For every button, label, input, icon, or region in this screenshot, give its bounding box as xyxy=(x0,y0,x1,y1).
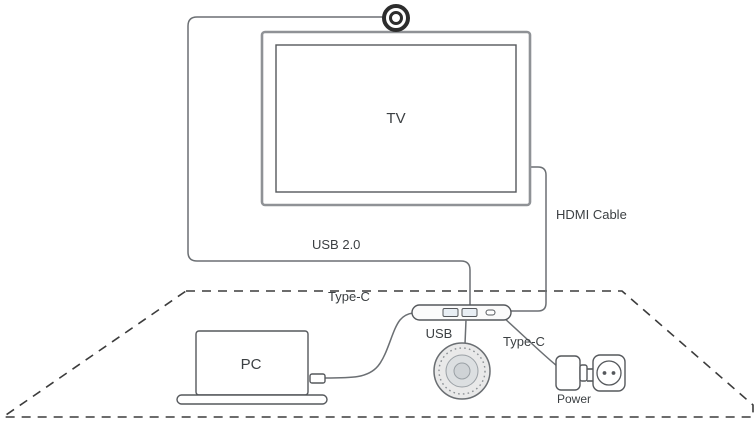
speakerphone-icon xyxy=(433,342,491,400)
usb-port-2 xyxy=(461,308,478,317)
laptop-base xyxy=(176,394,328,405)
usb-label: USB xyxy=(426,326,453,341)
tv-icon: TV xyxy=(260,30,532,207)
pc-label: PC xyxy=(241,356,262,373)
typec-label-power: Type-C xyxy=(503,334,545,349)
typec-label-pc: Type-C xyxy=(328,289,370,304)
power-outlet-hole-left xyxy=(602,371,607,375)
table-outline xyxy=(0,290,754,418)
power-outlet-socket xyxy=(596,360,622,386)
usb2-label: USB 2.0 xyxy=(312,237,360,252)
speakerphone-perforation xyxy=(438,347,486,395)
typec-cable-pc xyxy=(324,312,414,379)
typec-port xyxy=(485,309,496,316)
speaker-usb-link xyxy=(464,319,467,345)
speakerphone-center xyxy=(453,362,471,380)
hdmi-label: HDMI Cable xyxy=(556,207,627,222)
webcam-icon xyxy=(382,4,410,32)
usb-hub-icon xyxy=(411,304,512,321)
power-adapter-neck xyxy=(579,364,588,382)
hdmi-cable xyxy=(511,166,547,312)
tv-label: TV xyxy=(386,110,405,127)
power-outlet-hole-right xyxy=(611,371,616,375)
power-label: Power xyxy=(557,392,591,406)
webcam-lens xyxy=(389,11,403,25)
usb2-cable xyxy=(187,16,471,306)
tv-screen xyxy=(275,44,517,193)
power-adapter-icon xyxy=(555,355,581,391)
usb-port-1 xyxy=(442,308,459,317)
usb-plug-icon xyxy=(309,373,326,384)
laptop-icon: PC xyxy=(176,330,328,405)
power-group xyxy=(555,354,626,392)
